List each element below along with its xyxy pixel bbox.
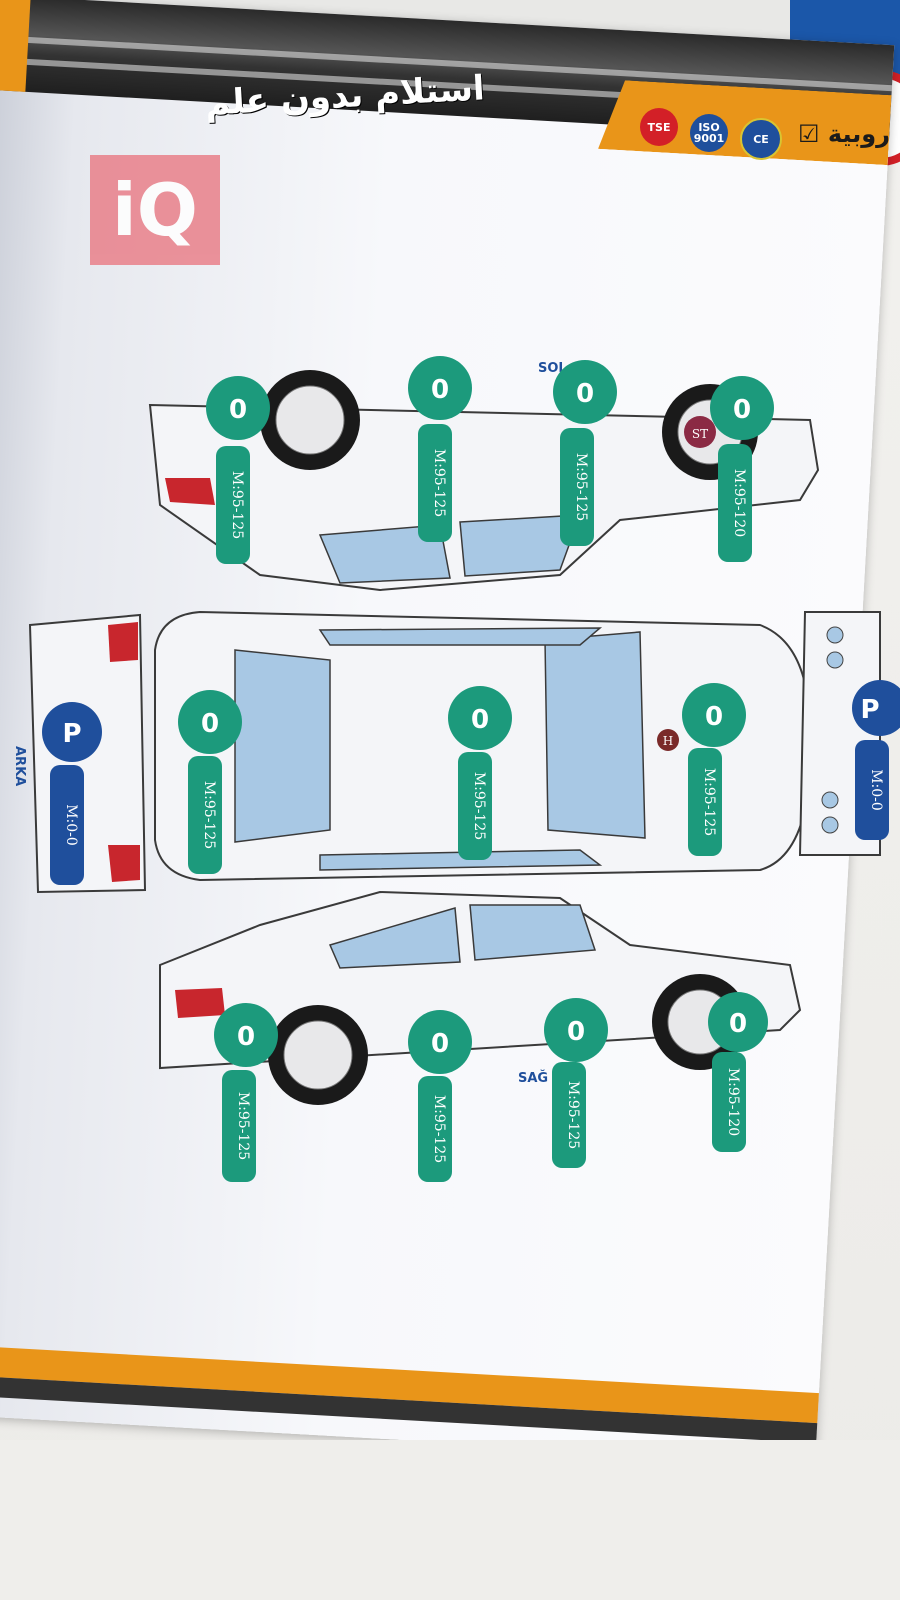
marker-group: 0 M:95-125 <box>544 998 608 1168</box>
reading-pill <box>560 428 594 546</box>
car-damage-diagram: ST SOL 0 M:95-125 0 M:95-125 0 M:95-125 … <box>12 356 900 1182</box>
reading-pill <box>458 752 492 860</box>
ce-logo: CE <box>740 118 782 160</box>
paint-marker <box>710 376 774 440</box>
h-badge <box>657 729 679 751</box>
marker-value: 0 <box>229 395 247 425</box>
front-p-marker <box>852 680 900 736</box>
paint-marker <box>708 992 768 1052</box>
reading-pill <box>418 424 452 542</box>
front-reading-pill <box>855 740 889 840</box>
reading-text: M:95-125 <box>471 772 487 840</box>
reading-text: M:95-125 <box>431 1095 447 1163</box>
reading-text: M:95-125 <box>229 471 245 539</box>
reading-text: M:95-125 <box>701 768 717 836</box>
marker-value: 0 <box>237 1022 255 1052</box>
marker-group: 0 M:95-125 <box>178 690 242 874</box>
front-p-text: P <box>860 695 879 725</box>
marker-value: 0 <box>729 1009 747 1039</box>
st-badge <box>684 416 716 448</box>
reading-text: M:95-125 <box>201 781 217 849</box>
paint-marker <box>544 998 608 1062</box>
marker-value: 0 <box>705 702 723 732</box>
reading-text: M:95-120 <box>731 469 747 537</box>
marker-value: 0 <box>733 395 751 425</box>
marker-value: 0 <box>431 1029 449 1059</box>
paint-marker <box>206 376 270 440</box>
front-reading-text: M:0-0 <box>868 769 884 811</box>
side-view-right <box>159 890 802 1105</box>
paint-marker <box>408 1010 472 1074</box>
marker-group: 0 M:95-125 <box>553 360 617 546</box>
side-top-label: SOL <box>538 361 567 376</box>
iq-watermark: iQ <box>90 155 220 265</box>
reading-text: M:95-125 <box>573 453 589 521</box>
marker-group: 0 M:95-125 <box>682 683 746 856</box>
side-bottom-label: SAĞ <box>518 1070 548 1086</box>
reading-pill <box>222 1070 256 1182</box>
paint-marker <box>682 683 746 747</box>
front-view: P M:0-0 <box>798 611 900 856</box>
reading-pill <box>552 1062 586 1168</box>
paint-marker <box>448 686 512 750</box>
reading-pill <box>718 444 752 562</box>
rear-label: ARKA <box>12 746 27 786</box>
tse-logo: TSE <box>640 108 678 146</box>
marker-value: 0 <box>471 705 489 735</box>
marker-group: 0 M:95-125 <box>448 686 512 860</box>
marker-value: 0 <box>576 379 594 409</box>
reading-text: M:95-125 <box>235 1092 251 1160</box>
paint-marker <box>214 1003 278 1067</box>
rear-view: P M:0-0 <box>28 613 147 894</box>
reading-pill <box>216 446 250 564</box>
marker-value: 0 <box>201 709 219 739</box>
h-badge-text: H <box>663 734 673 748</box>
st-badge-text: ST <box>692 427 708 441</box>
rear-reading-text: M:0-0 <box>63 804 79 846</box>
marker-group: 0 M:95-125 <box>206 376 270 564</box>
side-view-left: ST <box>148 370 820 592</box>
marker-group: 0 M:95-125 <box>408 356 472 542</box>
reading-text: M:95-125 <box>431 449 447 517</box>
reading-pill <box>688 748 722 856</box>
marker-group: 0 M:95-125 <box>214 1003 278 1182</box>
paint-marker <box>178 690 242 754</box>
reading-pill <box>418 1076 452 1182</box>
paint-marker <box>408 356 472 420</box>
marker-group: 0 M:95-120 <box>708 992 768 1152</box>
paint-marker <box>553 360 617 424</box>
reading-pill <box>712 1052 746 1152</box>
marker-group: 0 M:95-120 <box>710 376 774 562</box>
reading-pill <box>188 756 222 874</box>
rear-reading-pill <box>50 765 84 885</box>
marker-value: 0 <box>567 1017 585 1047</box>
checked-label: روبية ☑ <box>798 120 890 148</box>
table-surface <box>0 1440 900 1600</box>
marker-value: 0 <box>431 375 449 405</box>
iso-9001-logo: ISO 9001 <box>690 114 728 152</box>
reading-text: M:95-120 <box>725 1068 741 1136</box>
reading-text: M:95-125 <box>565 1081 581 1149</box>
rear-p-text: P <box>62 719 81 749</box>
marker-group: 0 M:95-125 <box>408 1010 472 1182</box>
rear-p-marker <box>42 702 102 762</box>
